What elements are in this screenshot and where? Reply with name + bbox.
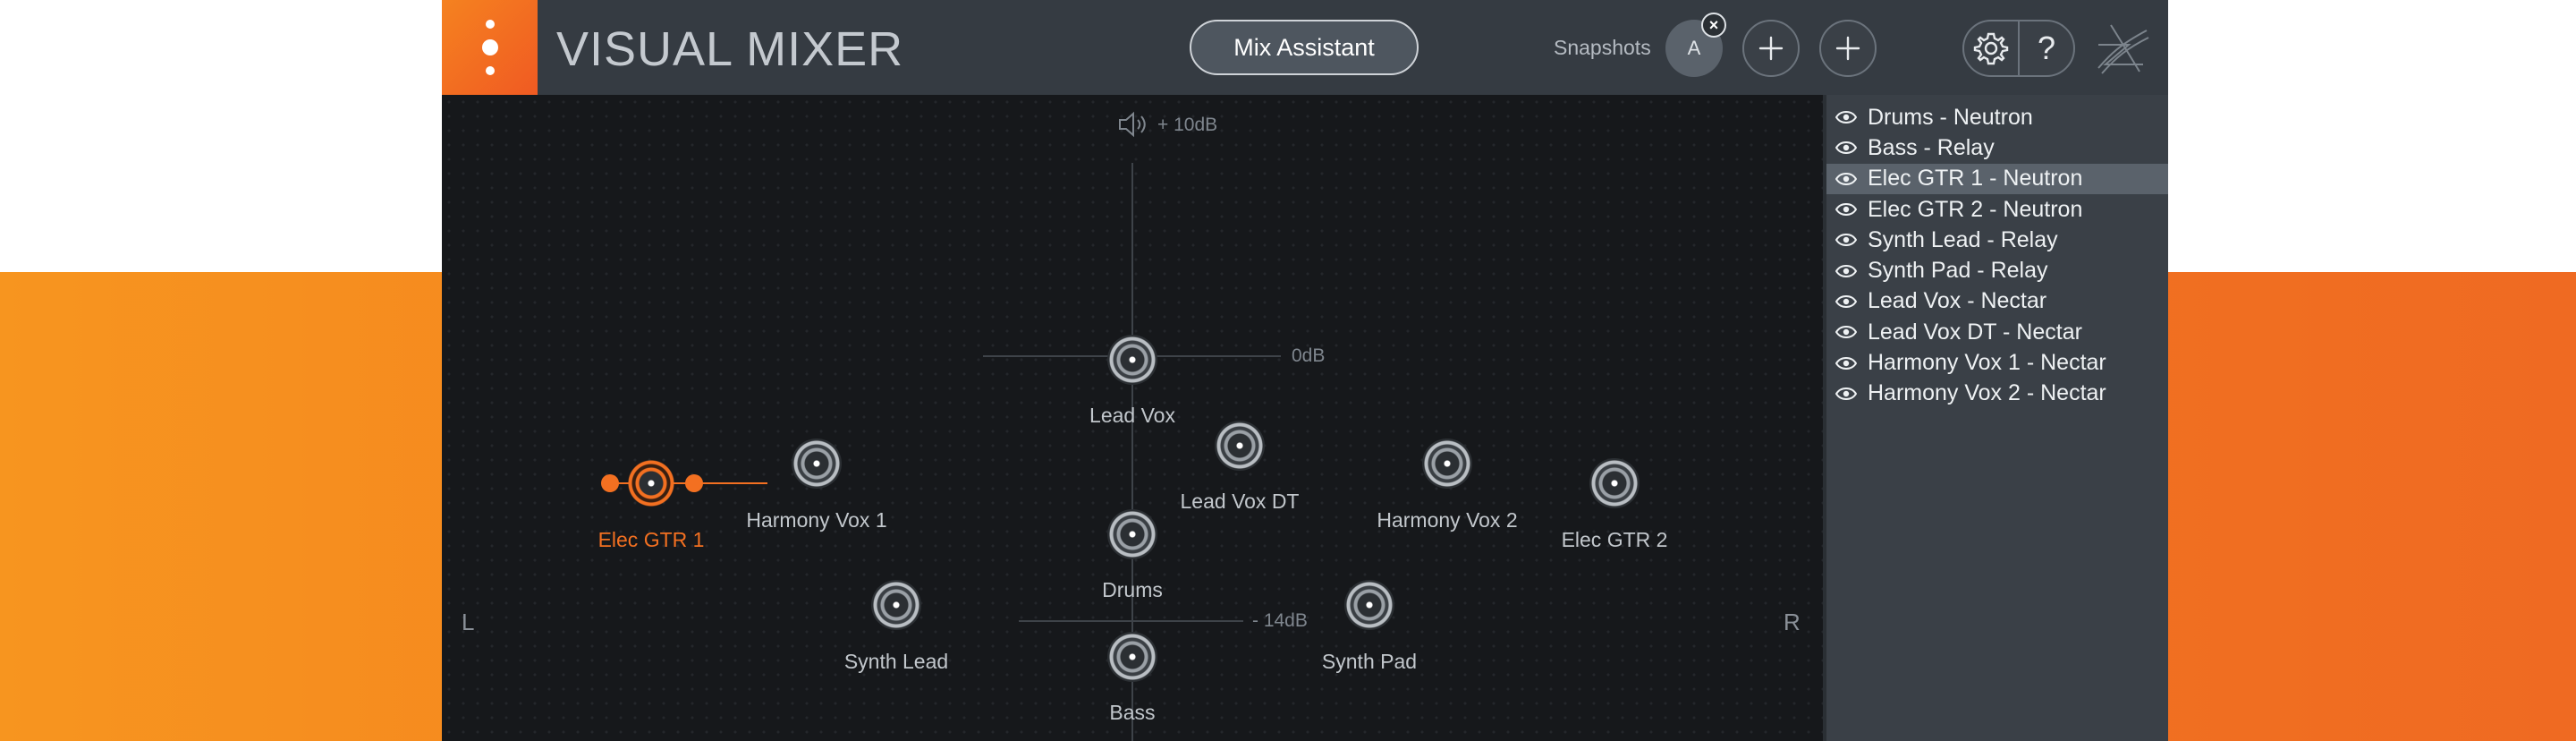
track-list-item-label: Elec GTR 1 - Neutron [1868, 166, 2083, 192]
track-list-item-selected[interactable]: Elec GTR 1 - Neutron [1826, 163, 2168, 194]
app-title: VISUAL MIXER [556, 22, 904, 76]
eye-icon[interactable] [1835, 202, 1857, 217]
track-knob-lead-vox[interactable] [1107, 335, 1157, 385]
width-handle-right[interactable] [685, 474, 703, 492]
gain-bottom-label: - 14dB [1252, 610, 1308, 631]
track-label-harmony-vox-2: Harmony Vox 2 [1377, 508, 1518, 532]
track-list-item[interactable]: Synth Pad - Relay [1826, 255, 2168, 285]
track-list-item[interactable]: Synth Lead - Relay [1826, 225, 2168, 255]
eye-icon[interactable] [1835, 233, 1857, 247]
track-list-item[interactable]: Lead Vox DT - Nectar [1826, 317, 2168, 347]
settings-button[interactable] [1964, 21, 2020, 75]
header-bar: VISUAL MIXER Mix Assistant Snapshots A × [442, 0, 2168, 95]
track-knob-synth-pad[interactable] [1344, 580, 1394, 630]
plus-icon [1758, 36, 1784, 61]
eye-icon[interactable] [1835, 172, 1857, 186]
pan-right-label: R [1784, 609, 1801, 635]
vertical-dots-icon [485, 20, 495, 29]
mixer-stage[interactable]: + 10dB 0dB - 14dB L R Lead Vox Lead Vox … [442, 95, 1823, 741]
track-list-item[interactable]: Elec GTR 2 - Neutron [1826, 194, 2168, 225]
track-label-lead-vox: Lead Vox [1089, 404, 1175, 427]
track-list-item[interactable]: Harmony Vox 1 - Nectar [1826, 347, 2168, 378]
track-knob-elec-gtr-2[interactable] [1589, 458, 1640, 508]
track-label-drums: Drums [1102, 578, 1163, 601]
mix-assistant-button[interactable]: Mix Assistant [1190, 20, 1419, 75]
track-label-bass: Bass [1109, 701, 1156, 724]
help-button[interactable]: ? [2020, 21, 2073, 75]
eye-icon[interactable] [1835, 141, 1857, 155]
track-list-item-label: Synth Pad - Relay [1868, 258, 2048, 284]
gain-zero-label: 0dB [1292, 345, 1326, 366]
gear-icon [1973, 32, 2009, 65]
track-list-item[interactable]: Lead Vox - Nectar [1826, 286, 2168, 317]
snapshot-close-button[interactable]: × [1701, 13, 1726, 38]
eye-icon[interactable] [1835, 264, 1857, 278]
track-list-item-label: Harmony Vox 1 - Nectar [1868, 350, 2106, 376]
eye-icon[interactable] [1835, 110, 1857, 124]
track-knob-drums[interactable] [1107, 509, 1157, 559]
plus-icon [1835, 36, 1860, 61]
track-label-synth-pad: Synth Pad [1321, 650, 1418, 673]
track-knob-elec-gtr-1[interactable] [626, 458, 676, 508]
pan-left-label: L [462, 609, 475, 635]
track-list-item[interactable]: Harmony Vox 2 - Nectar [1826, 379, 2168, 409]
track-list-item-label: Elec GTR 2 - Neutron [1868, 196, 2083, 222]
menu-button[interactable] [442, 0, 538, 95]
track-label-elec-gtr-2: Elec GTR 2 [1561, 528, 1668, 551]
track-label-harmony-vox-1: Harmony Vox 1 [746, 508, 887, 532]
track-list-item-label: Bass - Relay [1868, 134, 1995, 160]
track-knob-harmony-vox-2[interactable] [1422, 439, 1472, 489]
settings-help-group: ? [1962, 20, 2075, 77]
track-list-item-label: Lead Vox - Nectar [1868, 288, 2047, 314]
add-snapshot-button[interactable] [1742, 20, 1800, 77]
vertical-dots-icon-middle [481, 39, 498, 55]
izotope-logo-icon [2097, 24, 2149, 74]
snapshots-label: Snapshots [1554, 36, 1651, 59]
eye-icon[interactable] [1835, 325, 1857, 339]
width-handle-left[interactable] [601, 474, 619, 492]
eye-icon[interactable] [1835, 356, 1857, 370]
track-label-elec-gtr-1: Elec GTR 1 [597, 528, 705, 551]
add-snapshot-button-2[interactable] [1819, 20, 1877, 77]
track-list-item-label: Synth Lead - Relay [1868, 226, 2058, 252]
track-list-item-label: Harmony Vox 2 - Nectar [1868, 380, 2106, 406]
track-knob-bass[interactable] [1107, 632, 1157, 682]
eye-icon[interactable] [1835, 387, 1857, 401]
gain-top-label: + 10dB [1157, 115, 1218, 135]
track-list-item[interactable]: Bass - Relay [1826, 132, 2168, 163]
speaker-icon [1119, 111, 1146, 138]
question-icon: ? [2037, 30, 2056, 66]
eye-icon[interactable] [1835, 294, 1857, 309]
track-knob-lead-vox-dt[interactable] [1215, 421, 1265, 471]
vertical-dots-icon-bottom [485, 66, 495, 75]
track-list-item[interactable]: Drums - Neutron [1826, 102, 2168, 132]
track-knob-harmony-vox-1[interactable] [792, 439, 842, 489]
track-list-item-label: Lead Vox DT - Nectar [1868, 319, 2082, 345]
track-list-panel: Drums - Neutron Bass - Relay Elec GTR 1 … [1823, 95, 2168, 741]
track-knob-synth-lead[interactable] [871, 580, 921, 630]
track-list-item-label: Drums - Neutron [1868, 104, 2033, 130]
track-label-synth-lead: Synth Lead [843, 650, 949, 673]
track-label-lead-vox-dt: Lead Vox DT [1180, 490, 1300, 513]
visual-mixer-window: VISUAL MIXER Mix Assistant Snapshots A × [442, 0, 2168, 741]
